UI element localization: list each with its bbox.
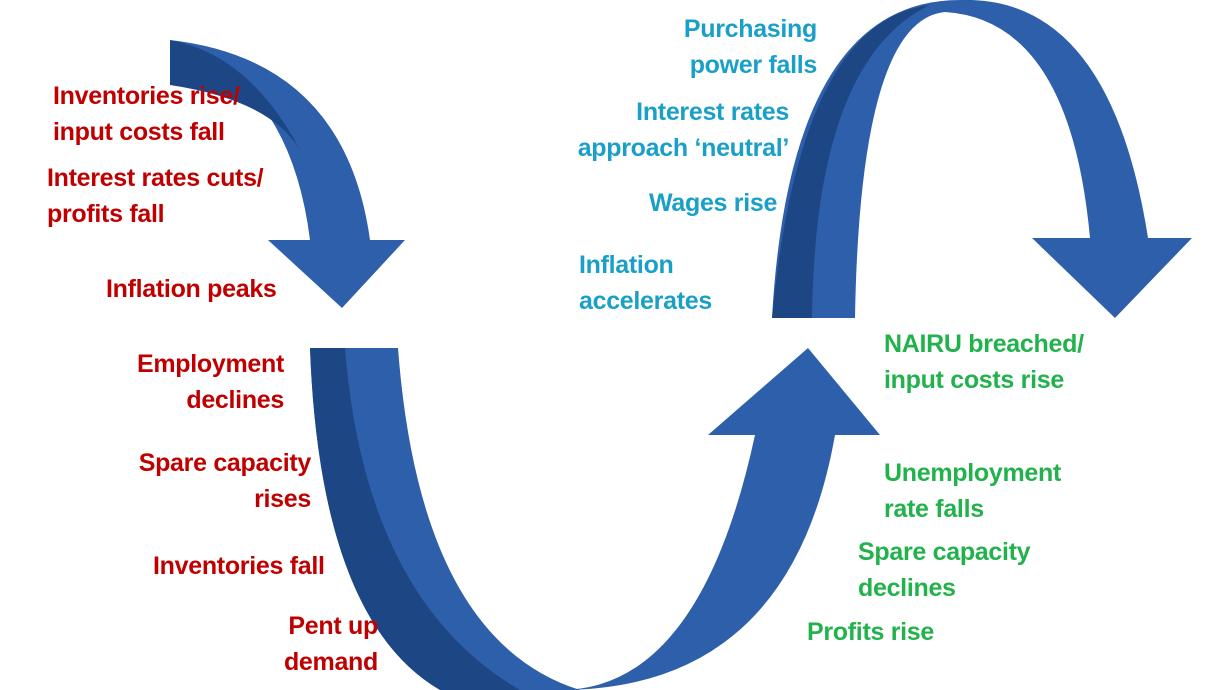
label-inventories-rise: Inventories rise/input costs fall [53,82,240,146]
top-left-arrow [170,40,405,308]
top-left-arrow-shade [170,40,300,150]
label-wages-rise: Wages rise [649,189,778,217]
label-profits-rise: Profits rise [807,618,935,646]
label-inflation-peaks: Inflation peaks [106,275,277,303]
bottom-u-arrow-shade [310,348,520,690]
top-right-arch-arrow-shade [772,5,930,318]
label-interest-rate-cuts: Interest rates cuts/profits fall [47,164,264,228]
top-right-arch-arrow [772,0,1192,318]
label-nairu-breached: NAIRU breached/input costs rise [884,330,1084,394]
label-inventories-fall: Inventories fall [153,552,325,580]
bottom-u-arrow [310,348,880,690]
